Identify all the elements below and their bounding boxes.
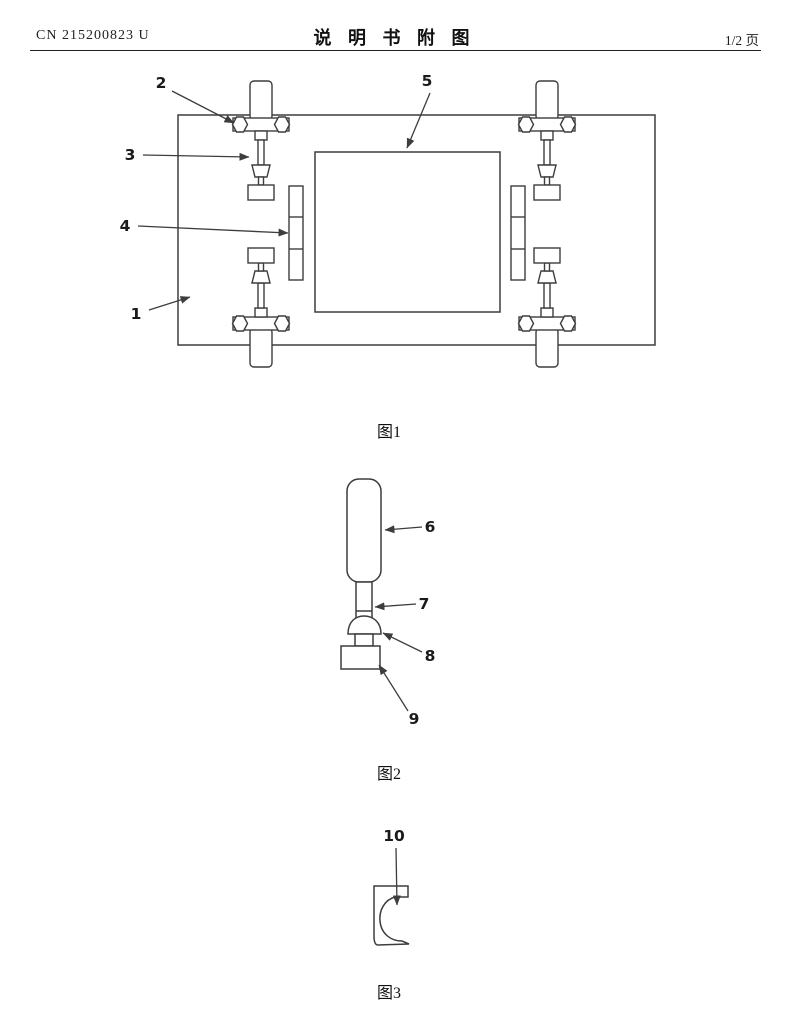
document-number: CN 215200823 U (36, 28, 150, 43)
leader-line-9 (378, 664, 409, 712)
ref-label-8: 8 (425, 647, 436, 665)
ref-label-10: 10 (383, 827, 405, 845)
bracket-part (373, 885, 410, 946)
leader-line-4 (137, 225, 289, 237)
ref-label-3: 3 (125, 146, 136, 164)
rail-right (510, 185, 526, 281)
pivot-neck (354, 633, 374, 647)
pivot-dome (347, 615, 382, 635)
clamp-handle-part (340, 478, 382, 670)
rail-left (288, 185, 304, 281)
ref-label-4: 4 (120, 217, 131, 235)
figure-1: 2 3 4 5 1 图1 (120, 72, 656, 441)
leader-line-2 (171, 90, 235, 124)
leader-line-6 (384, 525, 423, 534)
figure-2: 6 7 8 9 图2 (340, 478, 436, 783)
leader-line-7 (374, 602, 417, 611)
ref-label-7: 7 (419, 595, 430, 613)
fig2-caption: 图2 (377, 766, 401, 783)
leader-line-5 (406, 92, 431, 149)
ref-label-6: 6 (425, 518, 436, 536)
figure-3: 10 图3 (373, 827, 410, 1002)
handle-shaft (355, 581, 373, 620)
header-divider (30, 50, 761, 51)
fig3-caption: 图3 (377, 985, 401, 1002)
leader-line-10 (392, 847, 401, 906)
leader-line-1 (148, 296, 191, 311)
ref-label-2: 2 (156, 74, 167, 92)
fig1-caption: 图1 (377, 424, 401, 441)
ref-label-9: 9 (409, 710, 420, 728)
page-header: CN 215200823 U 说 明 书 附 图 1/2 页 (0, 0, 789, 52)
leader-line-3 (142, 152, 250, 161)
leader-line-8 (382, 632, 423, 653)
ref-label-5: 5 (422, 72, 433, 90)
center-plate (314, 151, 501, 313)
page-indicator: 1/2 页 (724, 33, 759, 48)
ref-label-1: 1 (131, 305, 142, 323)
handle-grip (346, 478, 382, 583)
page-title: 说 明 书 附 图 (313, 28, 476, 48)
base-block (340, 645, 381, 670)
